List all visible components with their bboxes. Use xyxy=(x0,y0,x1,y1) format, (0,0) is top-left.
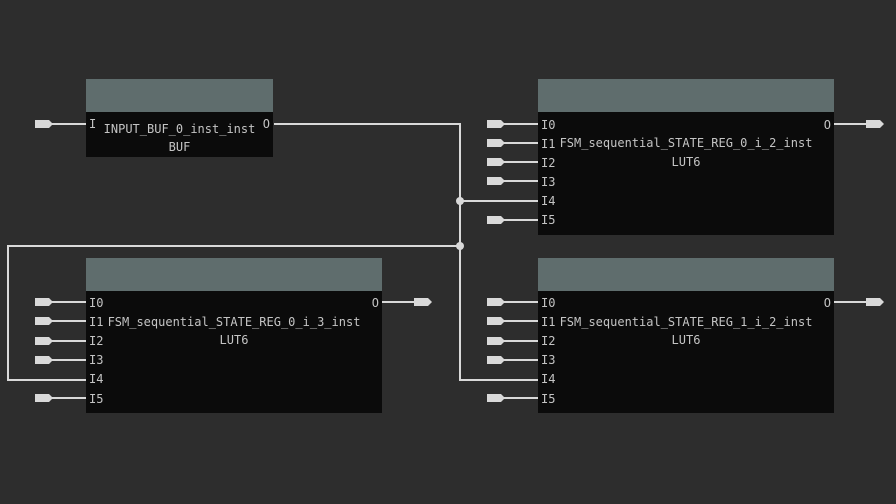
input-port-marker[interactable] xyxy=(487,158,505,166)
input-port-marker[interactable] xyxy=(35,317,53,325)
cell-type-label: LUT6 xyxy=(671,155,701,169)
input-port-marker[interactable] xyxy=(487,139,505,147)
pin-label-input: I5 xyxy=(541,213,556,227)
cell-fsm-1-i-2[interactable]: FSM_sequential_STATE_REG_1_i_2_inst LUT6… xyxy=(538,258,834,413)
net-junction xyxy=(456,197,464,205)
pin-label-input: I0 xyxy=(89,296,104,310)
pin-label-input: I4 xyxy=(541,372,556,386)
net-buf-out[interactable] xyxy=(274,123,538,381)
pin-label-input: I2 xyxy=(541,334,556,348)
pin-label-output: O xyxy=(823,118,831,132)
pin-label-input: I3 xyxy=(89,353,104,367)
cell-fsm-0-i-2[interactable]: FSM_sequential_STATE_REG_0_i_2_inst LUT6… xyxy=(538,79,834,235)
cell-fsm-0-i-3[interactable]: FSM_sequential_STATE_REG_0_i_3_inst LUT6… xyxy=(86,258,382,413)
cell-header xyxy=(538,258,834,291)
input-port-marker[interactable] xyxy=(35,298,53,306)
pin-label-input: I5 xyxy=(541,392,556,406)
output-port-marker[interactable] xyxy=(866,298,884,306)
pin-label-input: I4 xyxy=(89,372,104,386)
cell-instance-name: FSM_sequential_STATE_REG_0_i_3_inst xyxy=(107,315,361,329)
pin-label-input: I0 xyxy=(541,118,556,132)
cell-type-label: BUF xyxy=(168,140,191,154)
pin-label-input: I5 xyxy=(89,392,104,406)
cell-input-buf[interactable]: INPUT_BUF_0_inst_inst BUF I O xyxy=(86,79,273,157)
input-port-marker[interactable] xyxy=(487,120,505,128)
pin-label-input: I0 xyxy=(541,296,556,310)
pin-label-input: I1 xyxy=(541,315,556,329)
input-port-marker[interactable] xyxy=(487,317,505,325)
cell-header xyxy=(538,79,834,112)
input-port-marker[interactable] xyxy=(35,394,53,402)
pin-label-input: I3 xyxy=(541,353,556,367)
net-branch-left-lut[interactable] xyxy=(7,245,460,381)
input-port-marker[interactable] xyxy=(35,337,53,345)
pin-label-output: O xyxy=(371,296,379,310)
pin-label-input: I2 xyxy=(541,156,556,170)
input-port-marker[interactable] xyxy=(487,298,505,306)
input-port-marker[interactable] xyxy=(35,356,53,364)
input-port-marker[interactable] xyxy=(35,120,53,128)
input-port-marker[interactable] xyxy=(487,216,505,224)
cell-instance-name: INPUT_BUF_0_inst_inst xyxy=(103,122,256,136)
input-port-marker[interactable] xyxy=(487,394,505,402)
cell-header xyxy=(86,258,382,291)
input-port-marker[interactable] xyxy=(487,356,505,364)
pin-label-input: I1 xyxy=(89,315,104,329)
pin-label-input: I4 xyxy=(541,194,556,208)
pin-label-output: O xyxy=(823,296,831,310)
cell-type-label: LUT6 xyxy=(671,333,701,347)
pin-label-input: I3 xyxy=(541,175,556,189)
cell-header xyxy=(86,79,273,112)
cell-instance-name: FSM_sequential_STATE_REG_0_i_2_inst xyxy=(559,136,813,150)
pin-label-output: O xyxy=(262,117,270,131)
output-port-marker[interactable] xyxy=(414,298,432,306)
pin-label-input: I1 xyxy=(541,137,556,151)
pin-label-input: I2 xyxy=(89,334,104,348)
output-port-marker[interactable] xyxy=(866,120,884,128)
input-port-marker[interactable] xyxy=(487,177,505,185)
cell-instance-name: FSM_sequential_STATE_REG_1_i_2_inst xyxy=(559,315,813,329)
input-port-marker[interactable] xyxy=(487,337,505,345)
pin-label-input: I xyxy=(89,117,97,131)
cell-type-label: LUT6 xyxy=(219,333,249,347)
net-junction xyxy=(456,242,464,250)
